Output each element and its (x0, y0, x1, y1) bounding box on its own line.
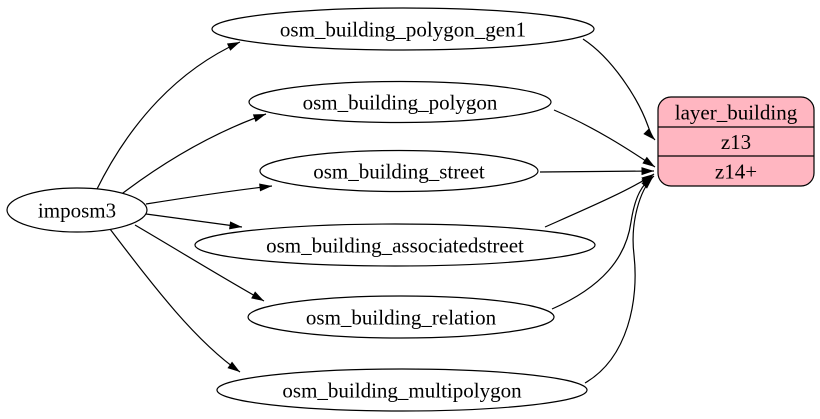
node-osm-building-street-label: osm_building_street (313, 159, 485, 183)
edge-imposm3-to-osm-building-associatedstreet (145, 213, 243, 230)
node-layer-building-shape (657, 96, 815, 187)
node-osm-building-relation-label: osm_building_relation (306, 305, 497, 329)
edge-osm-building-associatedstreet-to-layer-z14 (544, 173, 655, 228)
node-layer-building: layer_building z13 z14+ (657, 96, 815, 187)
node-osm-building-polygon-gen1-shape (211, 7, 595, 51)
layer-building-row-z13: z13 (721, 130, 751, 154)
node-imposm3: imposm3 (6, 187, 148, 233)
node-osm-building-polygon-label: osm_building_polygon (303, 90, 498, 114)
node-osm-building-relation-shape (247, 295, 555, 339)
edge-osm-building-polygon-gen1-to-layer-z13 (582, 38, 656, 141)
layer-building-row-z14plus: z14+ (715, 159, 757, 183)
node-osm-building-multipolygon-label: osm_building_multipolygon (282, 378, 522, 402)
node-osm-building-polygon: osm_building_polygon (248, 80, 552, 124)
node-imposm3-label: imposm3 (38, 198, 116, 222)
edge-imposm3-to-osm-building-street (145, 183, 273, 205)
node-osm-building-street: osm_building_street (259, 149, 539, 193)
node-osm-building-polygon-gen1: osm_building_polygon_gen1 (211, 7, 595, 51)
edge-imposm3-to-osm-building-multipolygon (109, 228, 241, 373)
edge-imposm3-to-osm-building-relation (134, 224, 265, 302)
edge-imposm3-to-osm-building-polygon-gen1 (95, 41, 241, 192)
node-imposm3-shape (6, 187, 148, 233)
node-osm-building-associatedstreet-shape (194, 223, 596, 267)
edge-osm-building-multipolygon-to-layer-z14 (584, 176, 654, 384)
layer-building-title: layer_building (675, 100, 798, 124)
node-osm-building-multipolygon: osm_building_multipolygon (216, 368, 588, 412)
edge-osm-building-street-to-layer-z14 (539, 167, 655, 176)
node-osm-building-relation: osm_building_relation (247, 295, 555, 339)
node-osm-building-street-shape (259, 149, 539, 193)
node-osm-building-associatedstreet-label: osm_building_associatedstreet (266, 233, 524, 257)
edge-imposm3-to-osm-building-polygon (118, 113, 267, 197)
edge-osm-building-polygon-to-layer-z14 (553, 109, 656, 168)
node-osm-building-associatedstreet: osm_building_associatedstreet (194, 223, 596, 267)
node-osm-building-polygon-gen1-label: osm_building_polygon_gen1 (280, 17, 526, 41)
node-osm-building-multipolygon-shape (216, 368, 588, 412)
node-osm-building-polygon-shape (248, 80, 552, 124)
